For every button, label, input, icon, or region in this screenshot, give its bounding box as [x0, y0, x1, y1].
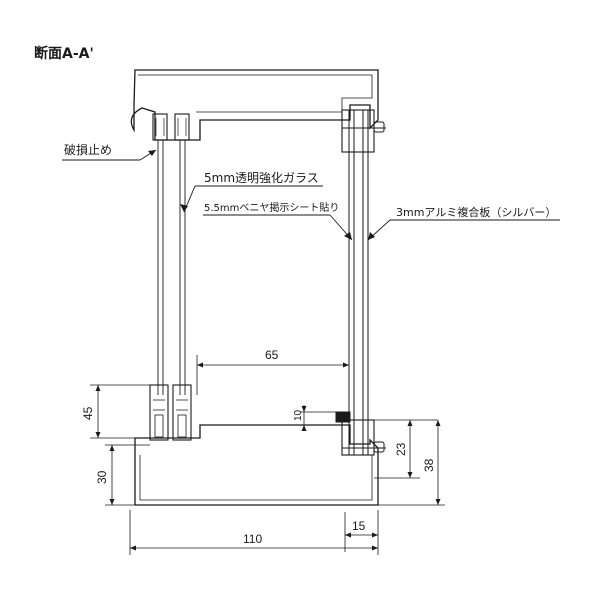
dim-left-lower: 30 [95, 470, 109, 484]
dim-right-outer: 38 [422, 458, 436, 472]
dim-bottom-total: 110 [243, 532, 262, 546]
top-glazing-channel [152, 113, 190, 141]
right-panel [335, 109, 386, 456]
dim-gap: 10 [293, 409, 304, 421]
leader-lines [62, 149, 560, 241]
dimension-arrows [95, 362, 441, 551]
label-glass: 5mm透明強化ガラス [204, 171, 319, 185]
label-stopper: 破損止め [64, 142, 112, 157]
dim-left-upper: 45 [81, 406, 95, 420]
glass-panes [157, 140, 186, 395]
frame-outline [130, 69, 379, 506]
leader-arrows [148, 150, 375, 240]
section-title: 断面A-A' [34, 45, 94, 62]
dim-inner-width: 65 [265, 348, 279, 362]
bottom-glazing-block [149, 384, 192, 441]
label-aluminum: 3mmアルミ複合板（シルバー） [396, 205, 556, 219]
dim-bottom-small: 15 [352, 519, 366, 533]
dimension-lines [90, 355, 445, 555]
label-veneer: 5.5mmベニヤ掲示シート貼り [204, 201, 339, 214]
dim-right-inner: 23 [394, 442, 408, 456]
